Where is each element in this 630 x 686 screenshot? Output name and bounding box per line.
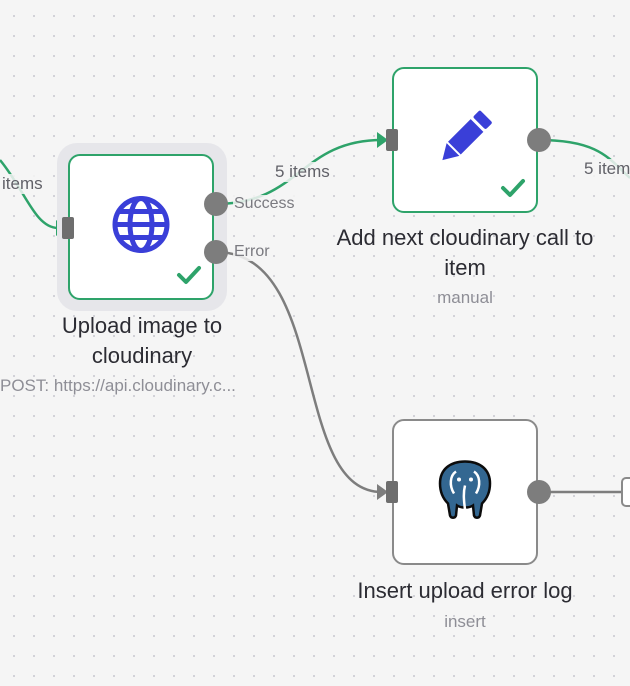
node-upload-image[interactable] bbox=[68, 154, 214, 300]
input-handle-upload[interactable] bbox=[62, 217, 74, 239]
node-subtitle-addnext: manual bbox=[437, 288, 493, 307]
edge-label-addnext-out: 5 item bbox=[582, 159, 630, 179]
output-handle-success[interactable] bbox=[204, 192, 228, 216]
output-handle-error[interactable] bbox=[204, 240, 228, 264]
edge-incoming[interactable] bbox=[0, 159, 59, 230]
output-label-error: Error bbox=[233, 243, 271, 261]
edge-label-success: 5 items bbox=[273, 162, 332, 182]
edge-error-to-insertlog[interactable] bbox=[215, 250, 383, 494]
next-node-partial[interactable] bbox=[621, 477, 630, 507]
node-add-next-call[interactable] bbox=[392, 67, 538, 213]
globe-icon bbox=[110, 194, 172, 261]
input-handle-insertlog[interactable] bbox=[386, 481, 398, 503]
edge-success-arrow bbox=[377, 132, 388, 148]
output-handle-addnext[interactable] bbox=[527, 128, 551, 152]
edge-label-incoming: items bbox=[0, 174, 45, 194]
success-check-icon bbox=[176, 265, 202, 290]
pencil-icon bbox=[433, 106, 497, 175]
node-title-upload: Upload image to cloudinary bbox=[61, 313, 223, 368]
node-subtitle-insertlog: insert bbox=[444, 612, 486, 631]
node-title-addnext: Add next cloudinary call to item bbox=[336, 225, 594, 280]
output-handle-insertlog[interactable] bbox=[527, 480, 551, 504]
node-insert-error-log[interactable] bbox=[392, 419, 538, 565]
edge-error-arrow bbox=[377, 484, 388, 500]
output-label-success: Success bbox=[233, 195, 296, 213]
node-title-insertlog: Insert upload error log bbox=[357, 578, 573, 603]
success-check-icon bbox=[500, 178, 526, 203]
input-handle-addnext[interactable] bbox=[386, 129, 398, 151]
postgres-elephant-icon bbox=[434, 458, 496, 527]
node-subtitle-upload: POST: https://api.cloudinary.c... bbox=[0, 376, 236, 395]
